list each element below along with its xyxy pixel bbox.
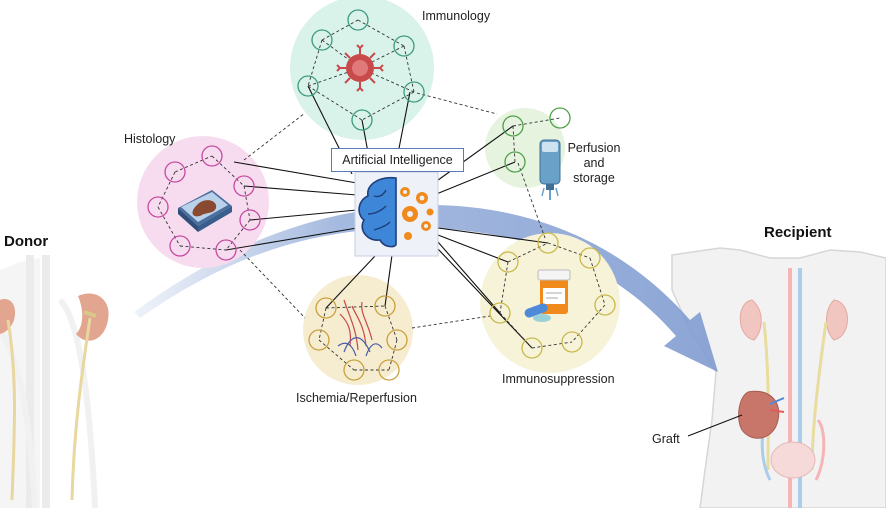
inter-cluster-links <box>239 92 546 329</box>
label-perfusion-1: Perfusion <box>568 141 621 155</box>
label-ischemia: Ischemia/Reperfusion <box>296 391 417 405</box>
brain-icon <box>358 176 397 248</box>
perfusion-bag-icon <box>539 139 561 200</box>
cluster-immunosuppression <box>489 232 616 359</box>
label-perfusion-3: storage <box>573 171 615 185</box>
donor-kidney-icon <box>0 293 109 501</box>
label-recipient: Recipient <box>764 224 832 241</box>
tissue-slide-icon <box>178 190 232 232</box>
immune-cell-icon <box>336 44 384 92</box>
label-immunosuppression: Immunosuppression <box>502 372 615 386</box>
label-perfusion-2: and <box>584 156 605 170</box>
label-immunology: Immunology <box>422 9 491 23</box>
gears-icon <box>400 187 434 240</box>
ai-hub <box>354 171 439 257</box>
kidney-icon <box>738 390 785 439</box>
cluster-ischemia <box>308 295 408 381</box>
cluster-histology <box>147 145 261 261</box>
cluster-immunology <box>297 9 425 131</box>
label-histology: Histology <box>124 132 176 146</box>
cluster-perfusion <box>502 107 571 200</box>
vessel-network-icon <box>337 299 383 357</box>
label-donor: Donor <box>4 233 48 250</box>
pill-bottle-icon <box>524 269 571 322</box>
ai-label-box: Artificial Intelligence <box>331 148 464 172</box>
body-outline-icon <box>671 247 886 508</box>
label-graft: Graft <box>652 432 680 446</box>
ai-label: Artificial Intelligence <box>342 153 453 167</box>
